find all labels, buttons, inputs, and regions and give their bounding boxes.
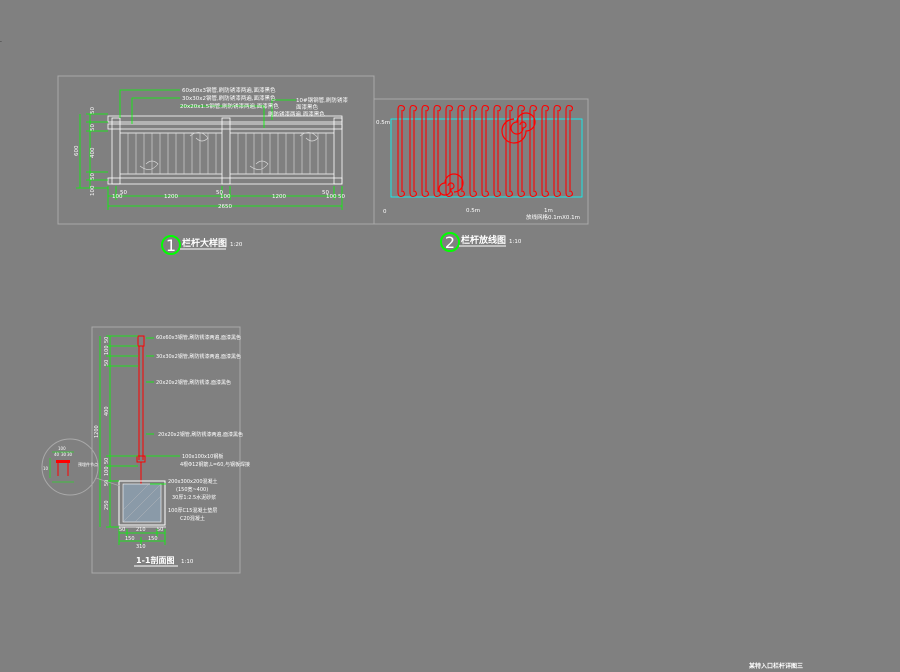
elevation-hdim-bottom-1: 100 (112, 194, 123, 200)
section-vdim-5: 50 (104, 458, 110, 464)
pattern-scale: 1:10 (509, 239, 522, 245)
pattern-bars (397, 104, 574, 198)
pattern-bar (481, 104, 490, 198)
section-drawing: 60x60x3钢管,刷防锈漆两遍,面漆黑色 30x30x2钢管,刷防锈漆两遍,面… (91, 326, 250, 574)
pattern-badge-number: 2 (445, 233, 455, 252)
elevation-callout-3: 20x20x1.5钢管,刷防锈漆两遍,面漆黑色 (180, 102, 279, 110)
footer-label: 某特入口栏杆详图三 (749, 662, 803, 670)
pattern-frame (373, 98, 589, 225)
pattern-bar (541, 104, 550, 198)
section-vdim-4: 400 (104, 406, 110, 416)
elevation-hdim-top-1: 50 (120, 190, 127, 196)
section-dimensions (99, 335, 180, 545)
section-vdim-2: 100 (104, 345, 110, 355)
detail-bubble (41, 438, 99, 496)
elevation-end-dim: 50 (338, 194, 345, 200)
elevation-vtotal: 600 (74, 145, 80, 156)
pattern-bar (469, 104, 478, 198)
elevation-right-callout-2: 面漆黑色 (296, 103, 319, 111)
section-htotal: 310 (136, 544, 146, 550)
section-hdim-small-3: 50 (157, 527, 163, 533)
detail-dim-3: 30 (61, 452, 67, 457)
elevation-vdim-1: 50 (90, 107, 96, 114)
section-vdim-8: 250 (104, 500, 110, 510)
section-callout-8: (150宽~400) (176, 486, 208, 493)
elevation-badge-circle (161, 235, 181, 255)
pattern-bar (565, 104, 574, 198)
elevation-badge-number: 1 (166, 236, 176, 255)
elevation-title: 栏杆大样图 (182, 237, 227, 249)
pattern-bar (445, 104, 454, 198)
section-hdim-small-1: 50 (119, 527, 125, 533)
pattern-drawing: 0.5m 0 0.5m 1m 放线网格0.1mX0.1m 2 栏杆放线图 1:1… (373, 98, 589, 252)
elevation-callout-1: 60x60x3钢管,刷防锈漆两遍,面漆黑色 (182, 86, 276, 94)
corner-mark: . (0, 37, 2, 44)
section-frame (91, 326, 241, 574)
pattern-bar (517, 104, 526, 198)
pattern-x-label-0: 0 (383, 209, 387, 215)
detail-dim-4: 30 (67, 452, 73, 457)
pattern-title: 栏杆放线图 (461, 234, 506, 246)
section-scale: 1:10 (181, 559, 194, 565)
elevation-hdim-top-2: 50 (216, 190, 223, 196)
section-callout-11: C20混凝土 (180, 515, 205, 522)
detail-note: 预埋件节点 (78, 461, 98, 467)
section-vdim-1: 50 (104, 337, 110, 343)
section-vdim-3: 50 (104, 360, 110, 366)
section-callout-9: 30厚1:2.5水泥砂浆 (172, 494, 216, 501)
section-callout-5: 100x100x10钢板 (182, 453, 223, 460)
section-callout-4: 20x20x2钢管,刷防锈漆两遍,面漆黑色 (158, 431, 243, 438)
elevation-hdim-top-3: 50 (322, 190, 329, 196)
pattern-label-top: 0.5m (376, 120, 390, 126)
detail-dim-1: 100 (58, 446, 66, 451)
pattern-grid-note: 放线网格0.1mX0.1m (526, 213, 580, 221)
pattern-x-label-2: 1m (544, 208, 553, 214)
section-title: 1-1剖面图 (136, 555, 174, 565)
elevation-vdim-5: 100 (90, 185, 96, 196)
detail-side-dim: 10 (43, 466, 49, 471)
section-hdim-big-2: 150 (148, 536, 158, 542)
elevation-right-callout-1: 10#钢钢管,刷防锈漆 (296, 96, 348, 104)
elevation-vdim-3: 400 (90, 147, 96, 158)
elevation-drawing: 60x60x3钢管,刷防锈漆两遍,面漆黑色 30x30x2钢管,刷防锈漆两遍,面… (57, 75, 375, 255)
elevation-htotal: 2650 (218, 204, 232, 210)
pattern-bar (493, 104, 502, 198)
elevation-dimensions (76, 89, 343, 210)
elevation-hdim-bottom-2: 1200 (164, 194, 178, 200)
section-hdim-small-2: 210 (136, 527, 146, 533)
elevation-scale: 1:20 (230, 242, 243, 248)
railing-elevation (107, 115, 343, 185)
embedded-part-detail: 100 40 30 30 10 预埋件节点 (41, 438, 121, 496)
section-post (135, 335, 147, 493)
section-foundation (118, 480, 166, 528)
pattern-bar (421, 104, 430, 198)
section-callout-6: 4根Φ12钢筋,L=60,与钢板焊接 (180, 461, 250, 468)
elevation-callout-2: 30x30x2钢管,刷防锈漆两遍,面漆黑色 (182, 94, 276, 102)
section-callout-3: 20x20x2钢管,刷防锈漆,面漆黑色 (156, 379, 231, 386)
pattern-bar (397, 104, 406, 198)
pattern-bar (505, 104, 514, 198)
pattern-x-label-1: 0.5m (466, 208, 480, 214)
elevation-vdim-2: 50 (90, 124, 96, 131)
section-vdim-7: 50 (104, 480, 110, 486)
pattern-bar (529, 104, 538, 198)
section-callout-2: 30x30x2钢管,刷防锈漆两遍,面漆黑色 (156, 353, 241, 360)
section-callout-10: 100厚C15混凝土垫层 (168, 507, 217, 514)
elevation-hdim-bottom-5: 100 (326, 194, 337, 200)
pattern-bar (409, 104, 418, 198)
elevation-hdim-bottom-4: 1200 (272, 194, 286, 200)
section-hdim-big-1: 150 (125, 536, 135, 542)
pattern-badge-circle (440, 232, 460, 252)
section-vtotal: 1200 (94, 425, 100, 438)
section-callout-1: 60x60x3钢管,刷防锈漆两遍,面漆黑色 (156, 334, 241, 341)
pattern-bar (553, 104, 562, 198)
elevation-vdim-4: 50 (90, 173, 96, 180)
section-vdim-6: 100 (104, 466, 110, 476)
elevation-hdim-bottom-3: 100 (220, 194, 231, 200)
pattern-large-spiral (438, 112, 536, 196)
detail-dim-2: 40 (54, 452, 60, 457)
elevation-right-callout-3: 刷防锈漆两遍,面漆黑色 (268, 110, 325, 118)
section-callout-7: 200x300x200混凝土 (168, 478, 218, 485)
